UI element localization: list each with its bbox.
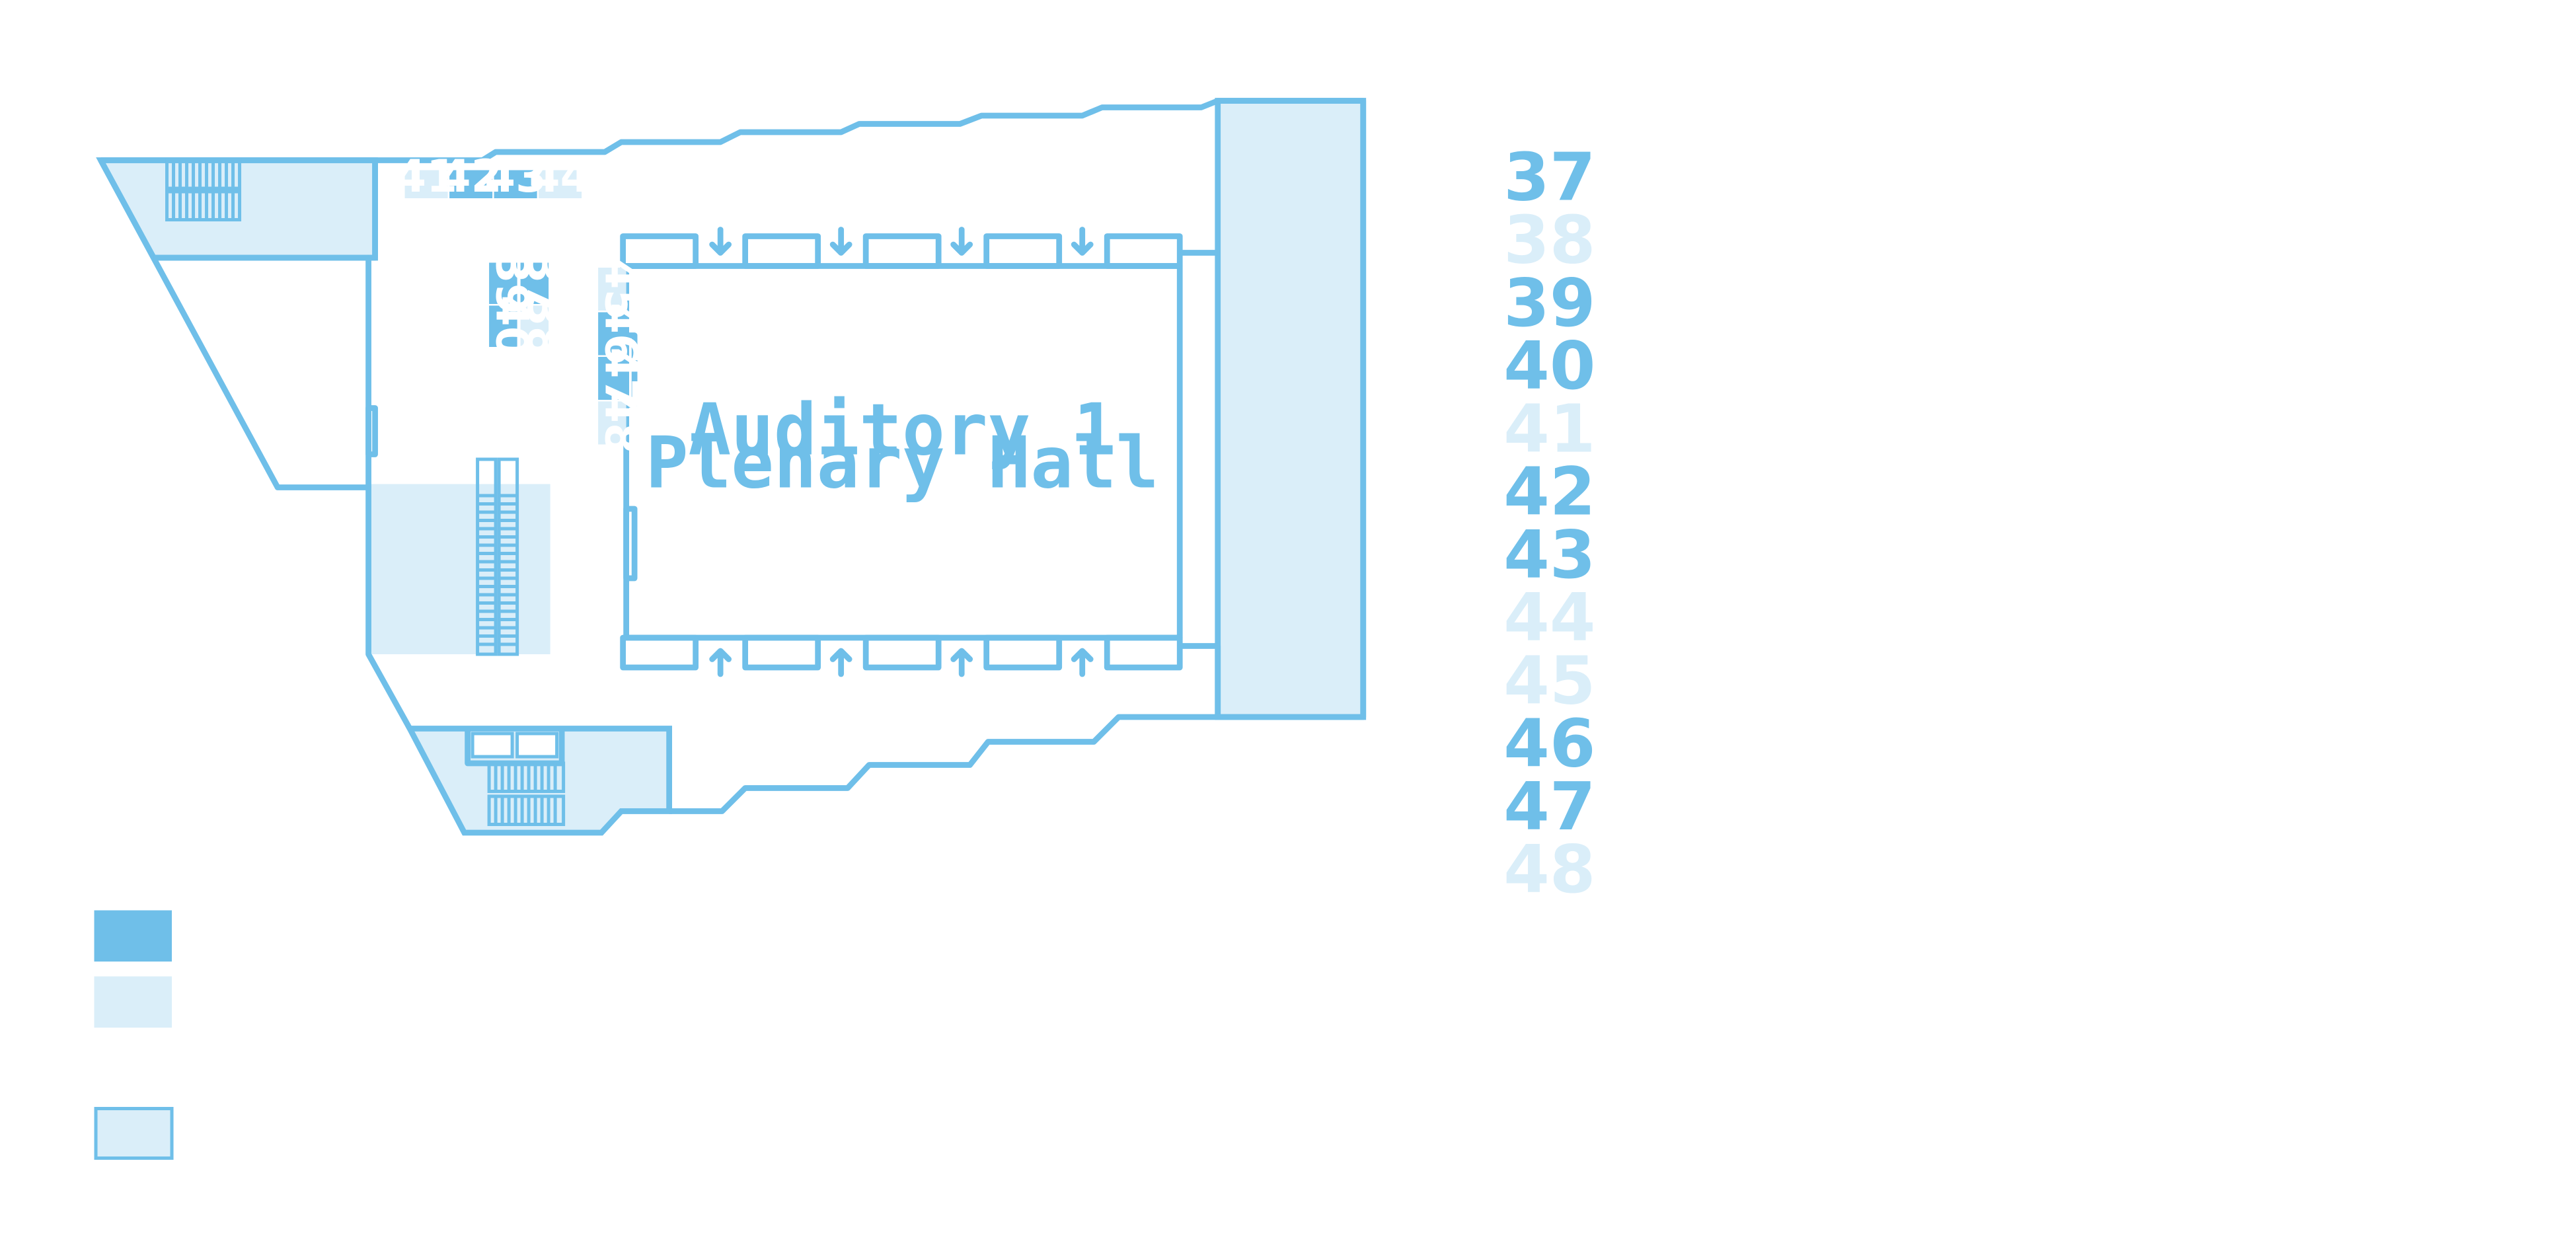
booth-37[interactable] [520,262,549,305]
exit-arrows-south [709,648,1094,677]
booth-44[interactable] [539,170,582,199]
booth-37-label: 37 [517,252,570,315]
booth-42-label: 42 [440,150,502,202]
booth-41[interactable] [404,170,448,199]
booth-38[interactable] [520,305,549,348]
south-entrances [620,634,1183,671]
booth-47[interactable] [598,357,626,400]
legend-available-swatch [94,976,172,1028]
side-corridor-zone [1215,98,1367,720]
booth-list-item-39[interactable]: 39 [1503,264,1595,342]
booth-38-label: 38 [517,295,570,358]
booth-46[interactable] [598,312,626,356]
northwest-stairs [165,159,242,221]
booth-43-label: 43 [484,150,547,202]
booth-list-item-45[interactable]: 45 [1503,642,1595,720]
booth-list-item-44[interactable]: 44 [1503,579,1595,656]
booth-44-label: 44 [529,150,591,202]
escalators [476,457,519,656]
west-door [365,405,378,457]
booth-40[interactable] [489,305,517,348]
booth-list-item-47[interactable]: 47 [1503,768,1595,845]
hall-title-line2: Plenary Hall [646,422,1159,505]
booth-43[interactable] [494,170,537,199]
booth-list-item-43[interactable]: 43 [1503,516,1595,593]
legend-area-swatch [94,1107,174,1160]
booth-column-45-48: 45 46 47 48 [595,258,647,454]
booth-41-label: 41 [395,150,457,202]
booth-39[interactable] [489,262,517,305]
booth-39-label: 39 [486,252,538,315]
booth-40-label: 40 [486,295,538,358]
booth-block-37-40: 39 37 40 38 [486,252,570,358]
booth-48[interactable] [598,401,626,445]
booth-48-label: 48 [595,392,647,454]
booth-list-item-37[interactable]: 37 [1503,139,1595,216]
hall-title-line1: Auditory 1 [689,389,1116,472]
booth-list-item-41[interactable]: 41 [1503,391,1595,468]
booth-46-label: 46 [595,303,647,365]
booth-list-item-38[interactable]: 38 [1503,202,1595,279]
booth-47-label: 47 [595,348,647,410]
outer-wall [100,98,1367,814]
auditorium-east-link [1180,250,1221,717]
booth-list-item-42[interactable]: 42 [1503,453,1595,531]
auditorium-door-2 [623,506,638,582]
booth-row-41-44: 41 42 43 44 [395,150,591,202]
booth-45-label: 45 [595,258,647,321]
north-entrances [620,233,1183,269]
escalator-zone [368,484,550,654]
south-stairs [471,732,566,826]
booth-list-item-40[interactable]: 40 [1503,327,1595,404]
booth-list-item-48[interactable]: 48 [1503,831,1595,908]
legend-occupied-swatch [94,910,172,962]
booth-42[interactable] [449,170,493,199]
legend [94,910,174,1160]
booth-list-item-46[interactable]: 46 [1503,705,1595,782]
entry-arrows-north [709,227,1094,256]
booth-45[interactable] [598,268,626,311]
inner-west-wall [365,160,378,488]
